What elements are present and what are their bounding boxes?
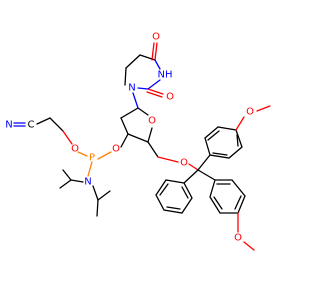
bond-n1-c6 <box>124 67 127 86</box>
ring-phenyl-db3 <box>181 186 189 199</box>
atom-uracil-n1: N <box>128 83 135 94</box>
bond-c2u-n1 <box>137 87 149 90</box>
bond-oring-c4 <box>147 127 153 143</box>
bond-c4-c3 <box>127 133 149 143</box>
ring-an2-db2 <box>234 195 242 210</box>
bond-ipr2-me1 <box>97 190 111 201</box>
ring-phenyl-db2 <box>166 206 181 210</box>
bond-c2-c1 <box>120 107 139 119</box>
bond-ch2-o <box>62 130 73 145</box>
bond-n3-c2u <box>147 79 161 90</box>
atom-ether-o: O <box>180 158 188 169</box>
atom-ring-o: O <box>148 116 156 127</box>
bond-p-n <box>87 161 93 177</box>
bond-o5-ctr <box>188 163 199 171</box>
ring-an1-db1 <box>207 130 220 141</box>
bond-c2u-o2 <box>147 88 164 95</box>
bond-o-p <box>77 151 88 157</box>
atom-carbonyl-o4: O <box>152 32 160 43</box>
bond-n-ipr1 <box>70 179 84 183</box>
ring-anisyl-bottom <box>209 179 246 214</box>
ring-an1-db2 <box>236 134 239 147</box>
atom-methoxy-o-bottom: O <box>234 233 242 244</box>
bond-c4u-o4 <box>154 42 158 61</box>
molecule-structure: N C O P N O O O N NH O O O O <box>5 32 271 251</box>
atom-ester-o: O <box>112 144 120 155</box>
atom-amine-n: N <box>84 177 91 188</box>
bond-ch2-ch2 <box>49 117 64 132</box>
bond-ipr1-me1 <box>62 169 72 181</box>
atom-nitrile-c: C <box>28 120 35 131</box>
bond-c4u-o4-b <box>151 42 155 61</box>
bond-c1-n1 <box>132 92 139 109</box>
bond-an1-o <box>235 116 245 131</box>
ring-anisyl-top <box>204 126 243 159</box>
bond-o3-c3 <box>120 133 129 148</box>
bonds <box>13 42 271 251</box>
bond-ctr-ph <box>183 169 199 184</box>
bond-c4u-n3 <box>154 59 161 70</box>
bond-c4-c5 <box>147 141 159 158</box>
bond-p-o3 <box>97 151 112 160</box>
atom-nitrile-n: N <box>5 120 12 131</box>
ring-phenyl-db1 <box>159 183 169 196</box>
atom-carbonyl-o2: O <box>166 92 174 103</box>
bond-c5-o5 <box>157 156 179 163</box>
atom-methoxy-o-top: O <box>246 107 254 118</box>
atom-phosphite-o: O <box>71 144 79 155</box>
bond-ipr2-me2 <box>96 199 99 217</box>
bond-n-ipr2 <box>92 185 99 201</box>
ring-phenyl <box>155 179 193 214</box>
bond-c6-c5u <box>125 54 141 69</box>
bond-c2u-o2-b <box>146 91 163 98</box>
bond-an2-o-me <box>243 241 255 251</box>
atom-uracil-n3: NH <box>158 70 173 81</box>
bond-c1-oring <box>137 107 149 116</box>
bond-ctr-an1 <box>197 154 211 171</box>
ring-an1-db3 <box>212 152 228 156</box>
bond-c3-c2 <box>120 117 129 135</box>
ring-an2-db1 <box>213 196 223 210</box>
bond-ctr-an2 <box>197 169 216 181</box>
bond-ipr1-me2 <box>59 179 72 189</box>
atom-phosphorus: P <box>89 153 95 164</box>
bond-an1-o-me <box>256 105 271 112</box>
atom-labels: N C O P N O O O N NH O O O O <box>5 32 254 244</box>
bond-cn-ch2 <box>36 117 51 125</box>
